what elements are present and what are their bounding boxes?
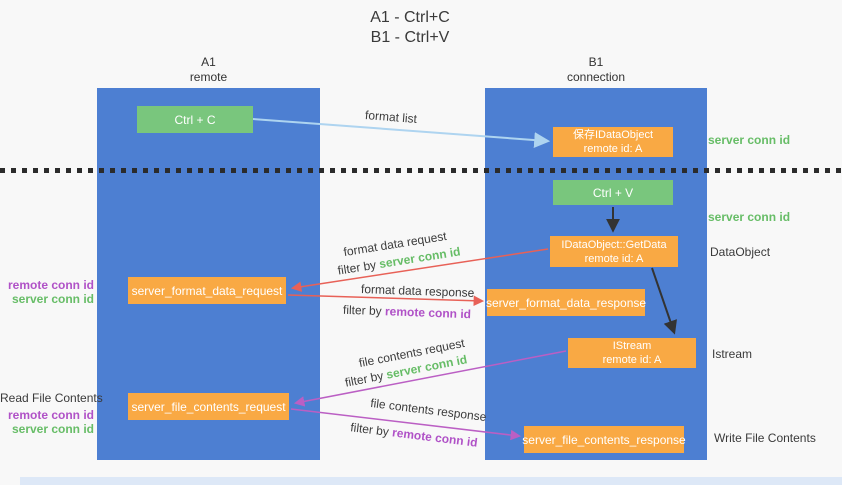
column-b-name: B1 <box>588 55 604 69</box>
istream-side-label: Istream <box>712 347 753 361</box>
column-a-header: A1 remote <box>97 55 320 85</box>
format-list-label: format list <box>364 107 418 127</box>
column-b-header: B1 connection <box>485 55 707 85</box>
istream-node: IStream remote id: A <box>568 338 696 368</box>
column-b-subtitle: connection <box>566 70 626 84</box>
column-a-subtitle: remote <box>189 70 228 84</box>
remote-conn-id-flow-2: remote conn id <box>391 425 479 450</box>
filter-by-text-3: filter by <box>343 367 388 390</box>
server-file-contents-response-label: server_file_contents_response <box>522 432 686 447</box>
server-file-contents-response-node: server_file_contents_response <box>522 426 686 453</box>
server-format-data-request-node: server_format_data_request <box>128 277 286 304</box>
title-line-1: A1 - Ctrl+C <box>370 9 450 26</box>
remote-conn-id-label-1: remote conn id <box>7 278 94 292</box>
remote-conn-id-label-2: remote conn id <box>7 408 94 422</box>
left-conn-id-group-1: remote conn id server conn id <box>0 278 94 306</box>
istream-title: IStream <box>612 340 652 352</box>
phase-divider-dotted-line <box>0 168 842 173</box>
ctrl-v-label: Ctrl + V <box>592 185 634 200</box>
diagram-title: A1 - Ctrl+C B1 - Ctrl+V <box>300 8 520 48</box>
ctrl-v-node: Ctrl + V <box>553 180 673 205</box>
column-a-name: A1 <box>201 55 216 69</box>
save-idataobject-title: 保存IDataObject <box>572 129 654 141</box>
getdata-node: IDataObject::GetData remote id: A <box>550 236 678 267</box>
format-data-response-label: format data response <box>360 282 475 300</box>
ctrl-c-node: Ctrl + C <box>137 106 253 133</box>
filter-by-remote-conn-id-label-1: filter by remote conn id <box>343 303 471 321</box>
remote-conn-id-flow-1: remote conn id <box>384 304 472 322</box>
filter-by-text-2: filter by <box>342 302 386 319</box>
file-contents-response-label: file contents response <box>369 395 488 425</box>
server-conn-id-label-2: server conn id <box>11 422 94 436</box>
ctrl-c-label: Ctrl + C <box>174 112 216 127</box>
server-format-data-response-label: server_format_data_response <box>485 295 647 310</box>
server-format-data-response-node: server_format_data_response <box>485 289 647 316</box>
dataobject-label: DataObject <box>710 245 771 259</box>
istream-remote-id: remote id: A <box>602 354 662 366</box>
read-file-contents-label: Read File Contents <box>0 391 103 405</box>
server-file-contents-request-node: server_file_contents_request <box>128 393 289 420</box>
server-conn-id-label-top: server conn id <box>708 133 791 147</box>
save-idataobject-remote-id: remote id: A <box>583 143 643 155</box>
server-file-contents-request-label: server_file_contents_request <box>131 399 286 414</box>
filter-by-text-1: filter by <box>336 257 381 278</box>
server-format-data-request-label: server_format_data_request <box>131 283 283 298</box>
getdata-title: IDataObject::GetData <box>561 238 667 251</box>
filter-by-text-4: filter by <box>349 420 394 440</box>
server-conn-id-label-mid: server conn id <box>708 210 791 224</box>
save-idataobject-node: 保存IDataObject remote id: A <box>553 127 673 157</box>
left-conn-id-group-2: remote conn id server conn id <box>0 408 94 436</box>
server-conn-id-label-1: server conn id <box>11 292 94 306</box>
bottom-strip <box>20 477 842 485</box>
getdata-remote-id: remote id: A <box>584 252 644 265</box>
write-file-contents-label: Write File Contents <box>714 431 816 445</box>
filter-by-remote-conn-id-label-2: filter by remote conn id <box>350 420 479 449</box>
title-line-2: B1 - Ctrl+V <box>370 29 450 46</box>
